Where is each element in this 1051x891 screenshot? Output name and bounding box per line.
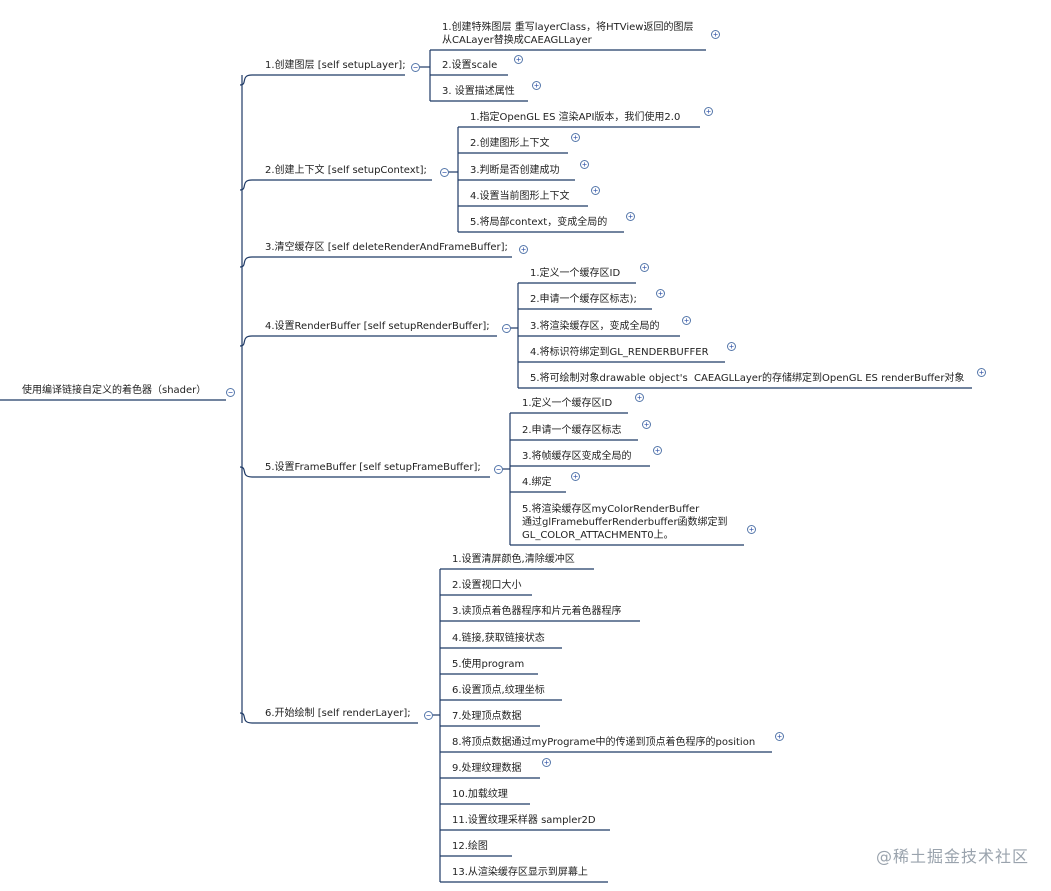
branch-connector	[239, 466, 260, 478]
branch-4-child-5-label: 5.将可绘制对象drawable object's CAEAGLLayer的存储…	[530, 373, 965, 384]
branch-6-child-2-label: 2.设置视口大小	[452, 580, 522, 591]
branch-2-child-4-label: 4.设置当前图形上下文	[470, 191, 570, 202]
watermark: @稀土掘金技术社区	[875, 847, 1029, 866]
branch-4-child-3-label: 3.将渲染缓存区，变成全局的	[530, 321, 660, 332]
branch-6-child-6-label: 6.设置顶点,纹理坐标	[452, 685, 545, 696]
branch-1-child-2-toggle[interactable]: +	[514, 55, 523, 64]
branch-2-child-5-toggle[interactable]: +	[626, 212, 635, 221]
branch-4-child-1-label: 1.定义一个缓存区ID	[530, 268, 621, 279]
branch-5-child-1-label: 1.定义一个缓存区ID	[522, 398, 613, 409]
branch-1-label: 1.创建图层 [self setupLayer];	[265, 60, 406, 71]
branch-6-label: 6.开始绘制 [self renderLayer];	[265, 708, 411, 719]
branch-2-child-2-label: 2.创建图形上下文	[470, 138, 550, 149]
branch-5-child-5-toggle[interactable]: +	[747, 525, 756, 534]
branch-6-child-4-label: 4.链接,获取链接状态	[452, 633, 545, 644]
branch-connector	[239, 256, 260, 268]
branch-1-child-1-toggle[interactable]: +	[711, 30, 720, 39]
branch-2-child-2-toggle[interactable]: +	[571, 133, 580, 142]
branch-5-child-4-toggle[interactable]: +	[571, 472, 580, 481]
branch-1-child-3-label: 3. 设置描述属性	[442, 86, 515, 97]
branch-5-child-3-toggle[interactable]: +	[653, 446, 662, 455]
root-node-label: 使用编译链接自定义的着色器（shader）	[22, 385, 207, 396]
branch-5-child-5-label: 5.将渲染缓存区myColorRenderBuffer 通过glFramebuf…	[522, 504, 728, 541]
branch-5-child-3-label: 3.将帧缓存区变成全局的	[522, 451, 632, 462]
branch-5-child-2-label: 2.申请一个缓存区标志	[522, 425, 622, 436]
branch-1-child-2-label: 2.设置scale	[442, 60, 498, 71]
branch-6-child-1-label: 1.设置清屏颜色,清除缓冲区	[452, 554, 575, 565]
branch-2-child-3-toggle[interactable]: +	[580, 160, 589, 169]
branch-2-child-5-label: 5.将局部context，变成全局的	[470, 217, 608, 228]
branch-1-toggle[interactable]: −	[411, 63, 420, 72]
branch-6-child-8-label: 8.将顶点数据通过myPrograme中的传递到顶点着色程序的position	[452, 737, 756, 748]
branch-3-toggle[interactable]: +	[519, 245, 528, 254]
branch-4-child-5-toggle[interactable]: +	[977, 368, 986, 377]
branch-2-label: 2.创建上下文 [self setupContext];	[265, 165, 427, 176]
branch-3-label: 3.清空缓存区 [self deleteRenderAndFrameBuffer…	[265, 242, 508, 253]
branch-connector	[239, 335, 260, 347]
branch-4-child-2-toggle[interactable]: +	[656, 289, 665, 298]
branch-6-child-10-label: 10.加载纹理	[452, 789, 508, 800]
branch-4-child-2-label: 2.申请一个缓存区标志);	[530, 294, 637, 305]
branch-6-child-9-label: 9.处理纹理数据	[452, 763, 522, 774]
branch-6-child-12-label: 12.绘图	[452, 841, 488, 852]
branch-5-child-4-label: 4.绑定	[522, 477, 552, 488]
branch-connector	[239, 74, 260, 86]
branch-6-child-13-label: 13.从渲染缓存区显示到屏幕上	[452, 867, 588, 878]
branch-1-child-1-label: 1.创建特殊图层 重写layerClass，将HTView返回的图层 从CALa…	[442, 22, 694, 46]
branch-2-child-1-toggle[interactable]: +	[704, 107, 713, 116]
branch-6-child-3-label: 3.读顶点着色器程序和片元着色器程序	[452, 606, 622, 617]
branch-connector	[239, 712, 260, 724]
branch-4-child-3-toggle[interactable]: +	[682, 316, 691, 325]
branch-6-child-5-label: 5.使用program	[452, 659, 525, 670]
branch-6-child-11-label: 11.设置纹理采样器 sampler2D	[452, 815, 596, 826]
branch-5-label: 5.设置FrameBuffer [self setupFrameBuffer];	[265, 462, 481, 473]
branch-2-child-4-toggle[interactable]: +	[591, 186, 600, 195]
branch-4-child-4-label: 4.将标识符绑定到GL_RENDERBUFFER	[530, 347, 709, 358]
branch-6-toggle[interactable]: −	[424, 711, 433, 720]
branch-connector	[239, 179, 260, 191]
branch-2-toggle[interactable]: −	[440, 168, 449, 177]
branch-6-child-8-toggle[interactable]: +	[775, 732, 784, 741]
branch-1-child-3-toggle[interactable]: +	[532, 81, 541, 90]
root-collapse-toggle[interactable]: −	[226, 388, 235, 397]
branch-4-child-4-toggle[interactable]: +	[727, 342, 736, 351]
branch-6-child-7-label: 7.处理顶点数据	[452, 711, 522, 722]
branch-2-child-3-label: 3.判断是否创建成功	[470, 165, 560, 176]
branch-5-child-2-toggle[interactable]: +	[642, 420, 651, 429]
branch-4-child-1-toggle[interactable]: +	[640, 263, 649, 272]
branch-6-child-9-toggle[interactable]: +	[542, 758, 551, 767]
branch-5-child-1-toggle[interactable]: +	[635, 393, 644, 402]
branch-2-child-1-label: 1.指定OpenGL ES 渲染API版本，我们使用2.0	[470, 112, 681, 123]
branch-4-toggle[interactable]: −	[502, 324, 511, 333]
branch-4-label: 4.设置RenderBuffer [self setupRenderBuffer…	[265, 321, 490, 332]
branch-5-toggle[interactable]: −	[494, 465, 503, 474]
